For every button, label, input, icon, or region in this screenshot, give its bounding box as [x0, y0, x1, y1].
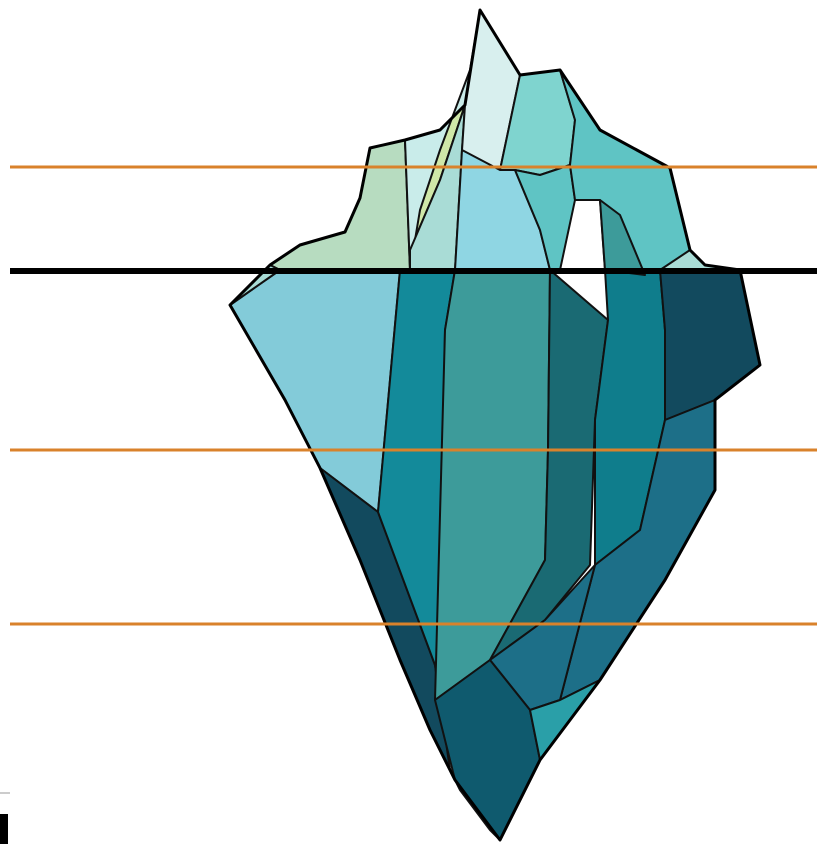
- facet-under-left-light: [229, 269, 401, 513]
- corner-block: [0, 814, 8, 844]
- iceberg-outline: [228, 8, 762, 842]
- facet-peak-right-inner: [599, 199, 646, 276]
- cropped-corner-mark: [0, 792, 10, 844]
- above-water-peak: [229, 9, 741, 306]
- reference-lines: [10, 165, 817, 626]
- facet-peak-center-cyan: [514, 164, 576, 271]
